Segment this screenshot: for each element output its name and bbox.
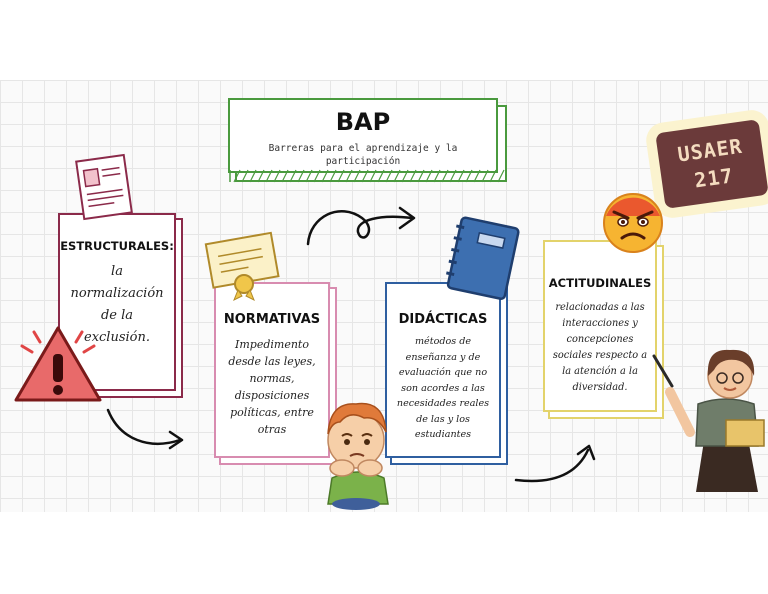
header-stripe	[409, 169, 417, 183]
header-stripe	[449, 169, 457, 183]
header-stripe	[441, 169, 449, 183]
header-stripe	[497, 169, 505, 183]
header-stripe	[353, 169, 361, 183]
header-stripe	[265, 169, 273, 183]
header-stripe	[417, 169, 425, 183]
header-stripe	[425, 169, 433, 183]
warning-icon	[14, 326, 102, 402]
header-stripe	[241, 169, 249, 183]
header-stripe	[273, 169, 281, 183]
angry-face-icon	[603, 193, 663, 253]
header-stripe	[281, 169, 289, 183]
header-stripe	[369, 169, 377, 183]
card-normativas: NORMATIVAS Impedimento desde las leyes, …	[214, 282, 330, 458]
header-stripe	[321, 169, 329, 183]
card-didacticas-body: métodos de enseñanza y de evaluación que…	[396, 336, 490, 440]
card-didacticas-title: DIDÁCTICAS	[398, 312, 488, 327]
header-stripe	[385, 169, 393, 183]
header-stripe	[393, 169, 401, 183]
page-title: BAP	[335, 108, 391, 136]
header-stripes	[229, 169, 505, 183]
header-stripe	[329, 169, 337, 183]
header-stripe	[401, 169, 409, 183]
id-card-icon	[75, 153, 133, 221]
certificate-icon	[204, 231, 280, 302]
header-stripe	[433, 169, 441, 183]
card-didacticas: DIDÁCTICAS métodos de enseñanza y de eva…	[385, 282, 501, 458]
teacher-illustration	[652, 349, 765, 492]
header-stripe	[313, 169, 321, 183]
header-stripe	[337, 169, 345, 183]
sad-child-illustration	[327, 402, 389, 510]
header-stripe	[233, 169, 241, 183]
header-stripe	[481, 169, 489, 183]
header-stripe	[257, 169, 265, 183]
header-stripe	[489, 169, 497, 183]
card-actitudinales-title: ACTITUDINALES	[548, 276, 652, 290]
header-stripe	[465, 169, 473, 183]
card-estructurales-title: ESTRUCTURALES:	[60, 239, 174, 253]
arrow-icon-2	[306, 206, 416, 246]
header-stripe	[457, 169, 465, 183]
card-normativas-body: Impedimento desde las leyes, normas, dis…	[228, 338, 316, 436]
header-stripe	[289, 169, 297, 183]
arrow-icon-3	[514, 444, 596, 483]
usaer-badge: USAER 217	[655, 119, 768, 209]
header-stripe	[361, 169, 369, 183]
card-actitudinales-body: relacionadas a las interacciones y conce…	[552, 302, 648, 393]
header-stripe	[297, 169, 305, 183]
card-actitudinales: ACTITUDINALES relacionadas a las interac…	[543, 240, 657, 412]
header-stripe	[377, 169, 385, 183]
arrow-icon-1	[106, 408, 184, 450]
card-normativas-title: NORMATIVAS	[223, 312, 321, 327]
header-stripe	[305, 169, 313, 183]
header-stripe	[345, 169, 353, 183]
card-estructurales-body: la normalización de la exclusión.	[70, 264, 164, 345]
page-subtitle: Barreras para el aprendizaje y la partic…	[268, 143, 458, 167]
notebook-icon	[446, 216, 520, 300]
header-stripe	[473, 169, 481, 183]
header-box: BAP Barreras para el aprendizaje y la pa…	[228, 98, 498, 173]
header-stripe	[249, 169, 257, 183]
